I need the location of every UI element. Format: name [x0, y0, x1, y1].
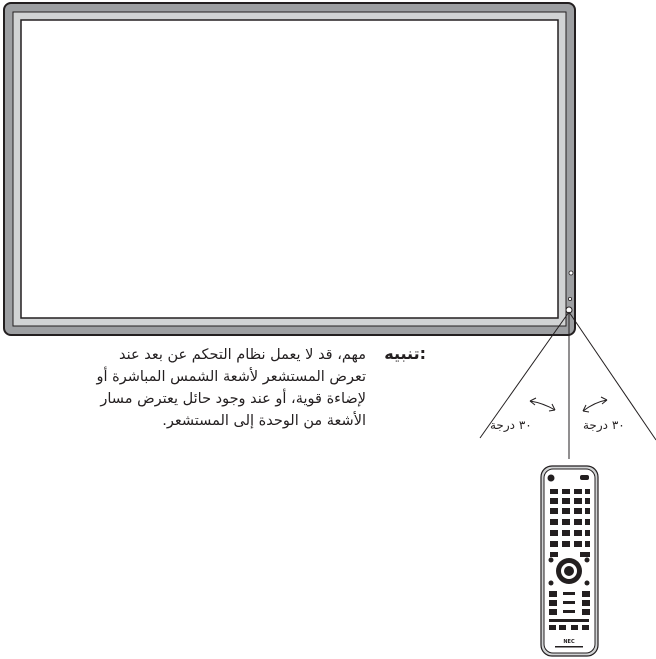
caution-label: تنبيه:	[384, 344, 426, 363]
monitor	[3, 2, 576, 336]
caution-text: مهم، قد لا يعمل نظام التحكم عن بعد عند ت…	[96, 347, 366, 429]
ambient-sensor-icon	[568, 296, 573, 301]
angle-label-right: ٣٠ درجة	[583, 418, 625, 432]
remote-power-icon	[547, 474, 555, 482]
remote-control: NEC	[540, 465, 599, 657]
reception-range-lines	[479, 311, 656, 459]
angle-arrow-right-icon	[582, 396, 608, 413]
angle-label-left: ٣٠ درجة	[490, 418, 532, 432]
power-led-icon	[568, 270, 574, 276]
monitor-screen	[20, 19, 559, 319]
remote-brand-label: NEC	[563, 639, 575, 645]
angle-arrow-left-icon	[529, 397, 556, 412]
remote-dpad-icon	[548, 557, 590, 586]
